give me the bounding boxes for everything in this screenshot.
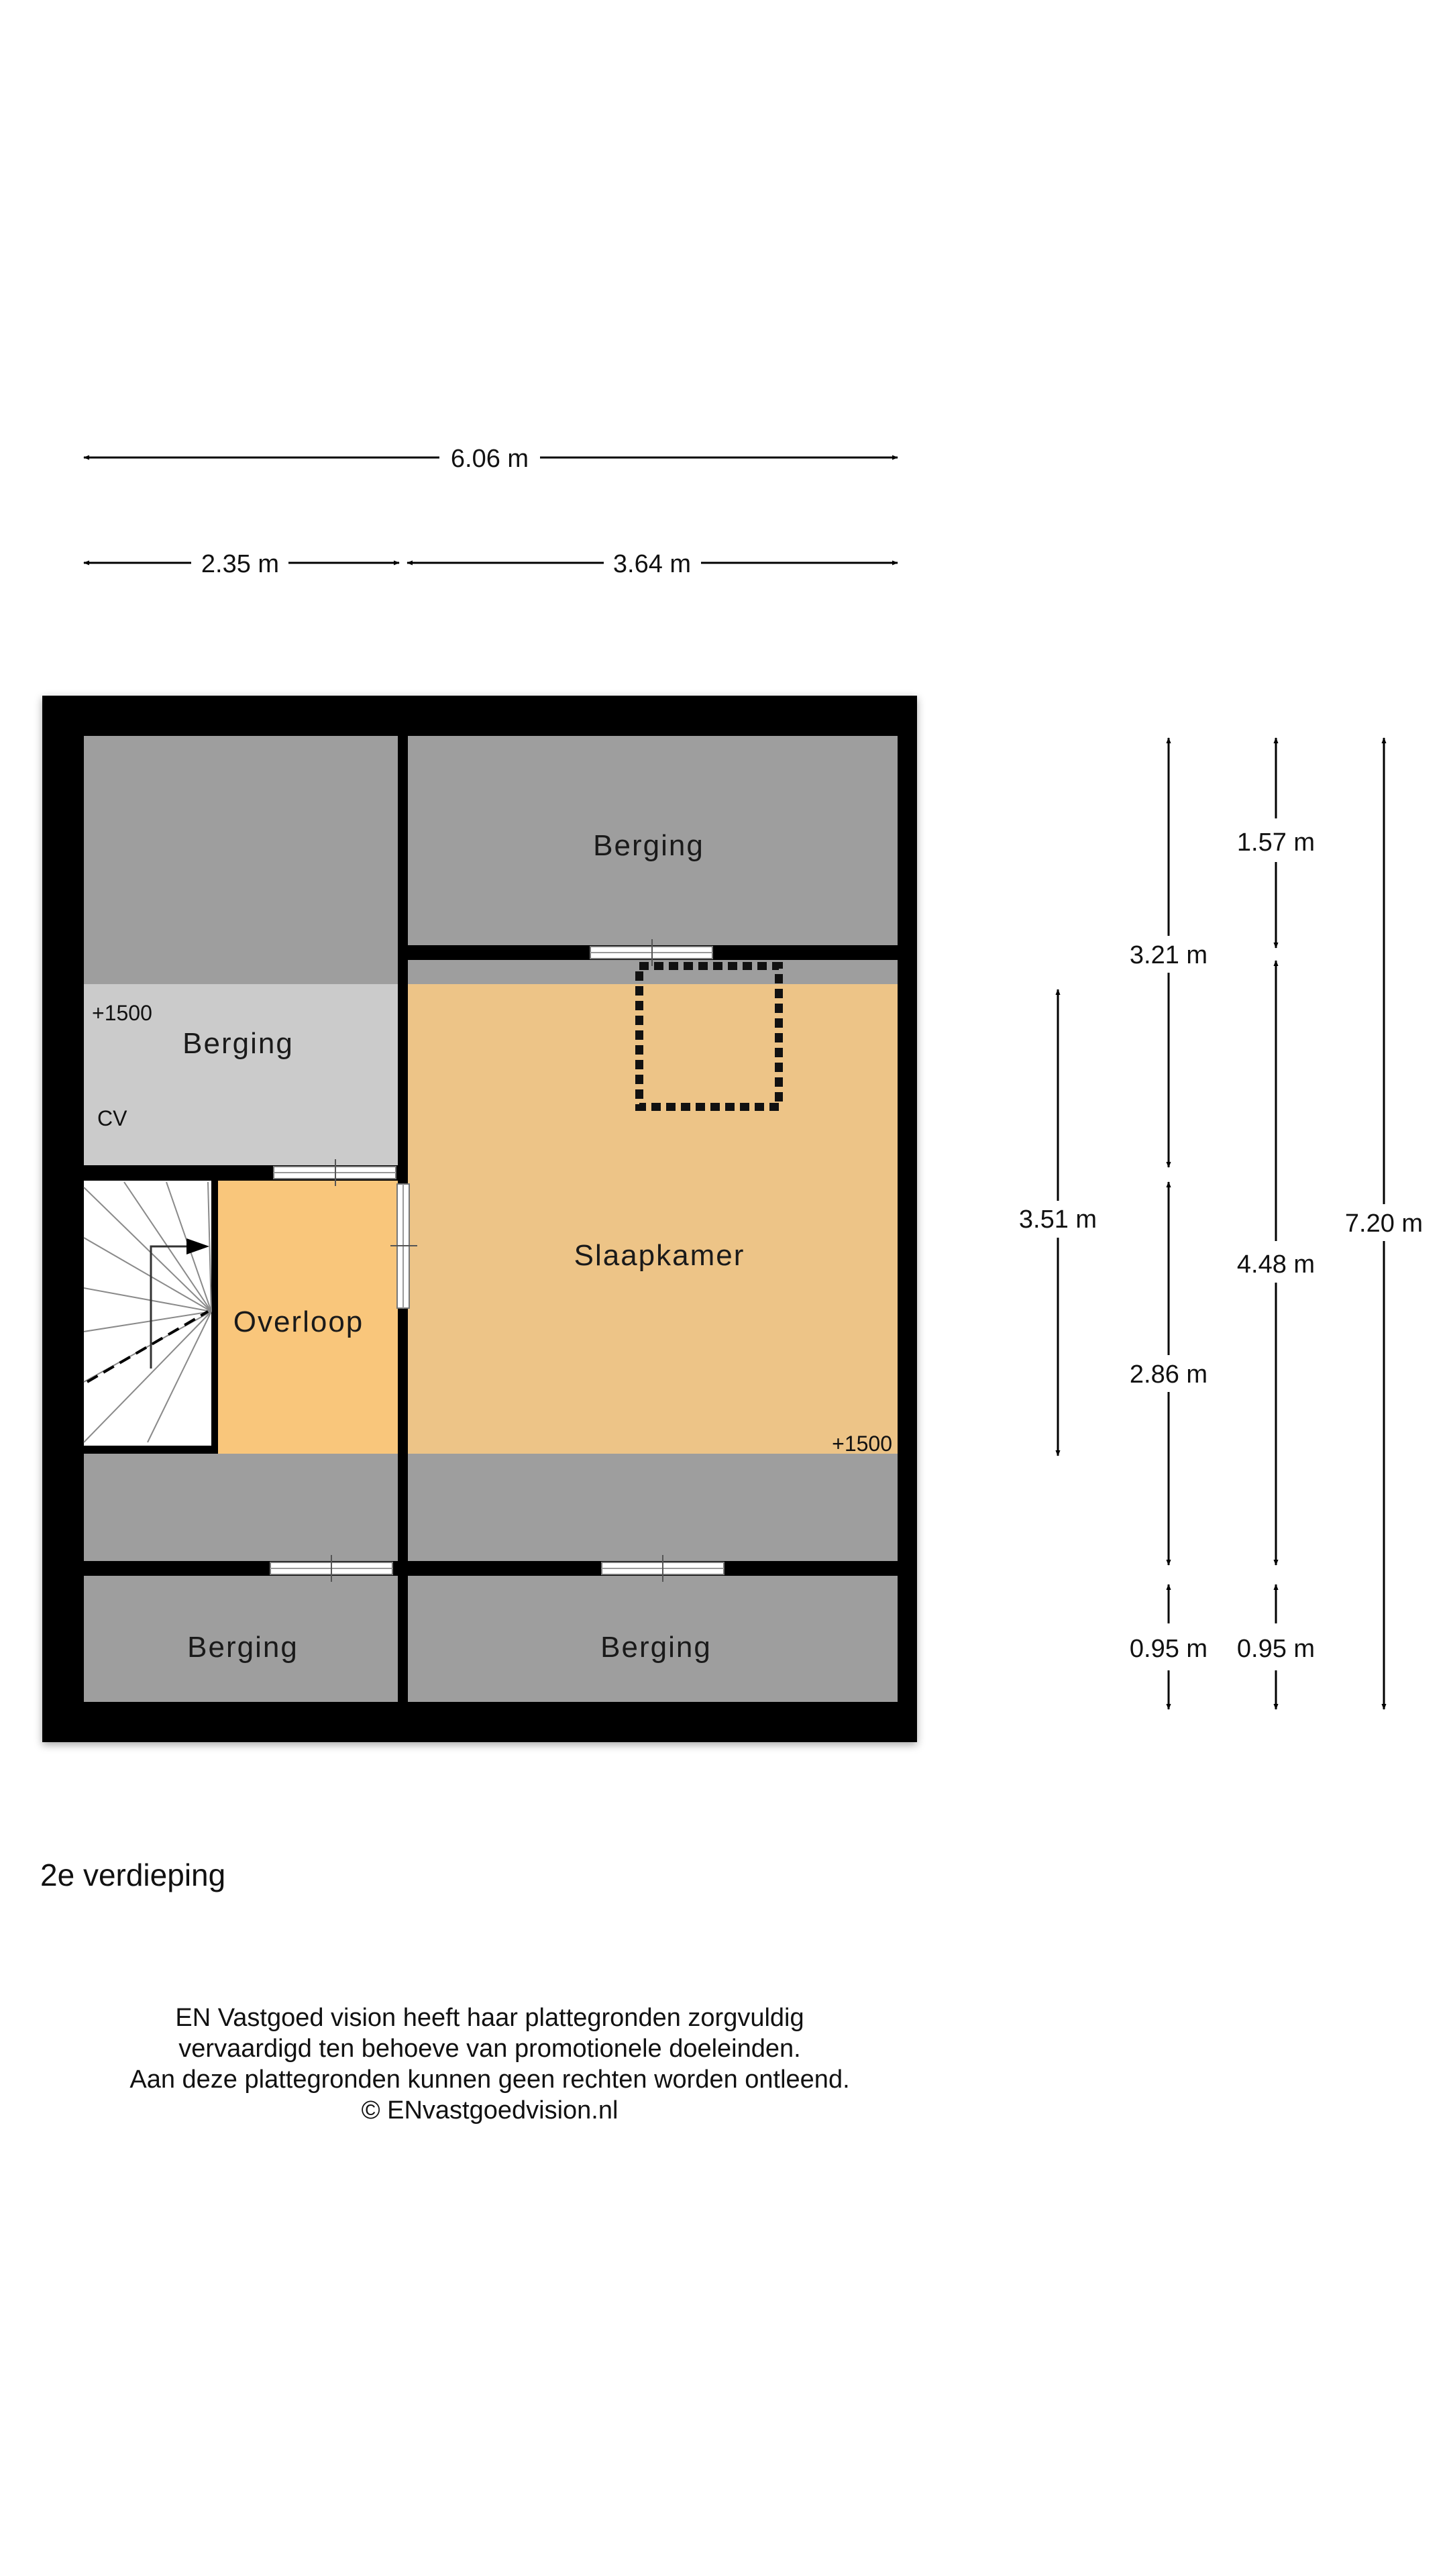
staircase [84,1181,211,1446]
door-berging-bottom-right [601,1555,724,1582]
dimension-height-0-95-a: 0.95 m [1130,1584,1208,1710]
dimension-total-height: 7.20 m [1345,737,1423,1710]
wall-stair [211,1181,218,1454]
dimension-label: 3.64 m [613,550,691,578]
dimension-height-0-95-b: 0.95 m [1237,1584,1315,1710]
dimension-height-1-57: 1.57 m [1237,737,1315,949]
stair-arrow-icon [186,1238,209,1254]
dimension-right-width: 3.64 m [407,550,898,578]
room-label-berging-left: Berging [182,1027,294,1060]
room-berging-bottom-left [84,1576,398,1702]
dimension-total-width: 6.06 m [83,445,898,473]
room-overloop [218,1181,398,1454]
room-label-berging-top-right: Berging [593,829,704,862]
dimension-height-3-21: 3.21 m [1130,737,1208,1168]
sloped-area-bottom-left [84,1454,398,1561]
cv-annotation: CV [97,1106,127,1130]
room-berging-bottom-right [408,1576,898,1702]
sloped-area-bottom-right [408,1454,898,1561]
disclaimer-line: EN Vastgoed vision heeft haar plattegron… [175,2004,804,2032]
door-berging-top [590,939,713,966]
dimension-label: 6.06 m [451,445,529,473]
dimension-label: 3.51 m [1019,1205,1097,1234]
dimension-label: 2.35 m [201,550,279,578]
disclaimer-line: vervaardigd ten behoeve van promotionele… [178,2035,801,2063]
disclaimer-line: Aan deze plattegronden kunnen geen recht… [129,2065,850,2094]
floor-label: 2e verdieping [40,1858,226,1892]
stair-cut-line [86,1310,209,1383]
stair-walk-line [150,1245,201,1368]
level-annotation-left: +1500 [92,1001,152,1025]
door-berging-bottom-left [270,1555,393,1582]
dimension-label: 4.48 m [1237,1250,1315,1279]
room-label-slaapkamer: Slaapkamer [574,1239,745,1272]
door-slaapkamer [390,1183,417,1309]
plan-body: Berging Berging Slaapkamer Overloop Berg… [42,696,917,1742]
dimension-label: 0.95 m [1130,1635,1208,1663]
dimension-label: 7.20 m [1345,1210,1423,1238]
roof-hatch [635,962,783,1111]
door-berging-left [273,1159,396,1186]
room-berging-left [84,984,398,1165]
room-label-overloop: Overloop [233,1305,364,1338]
dimension-height-2-86: 2.86 m [1130,1181,1208,1566]
dimension-label: 1.57 m [1237,828,1315,857]
dimension-left-width: 2.35 m [83,550,400,578]
level-annotation-right: +1500 [832,1432,892,1456]
dimension-label: 2.86 m [1130,1360,1208,1389]
dimension-height-4-48: 4.48 m [1237,960,1315,1566]
dimension-label: 0.95 m [1237,1635,1315,1663]
sloped-area-top-left [84,736,398,984]
room-label-berging-bottom-left: Berging [187,1631,299,1664]
dimension-label: 3.21 m [1130,941,1208,969]
disclaimer: EN Vastgoed vision heeft haar plattegron… [0,2002,979,2126]
room-label-berging-bottom-right: Berging [600,1631,712,1664]
room-slaapkamer [408,984,898,1454]
disclaimer-copyright: © ENvastgoedvision.nl [361,2096,619,2125]
wall-stair-bottom [84,1446,218,1454]
room-berging-top-right [408,736,898,945]
dimension-height-3-51: 3.51 m [1019,989,1097,1456]
